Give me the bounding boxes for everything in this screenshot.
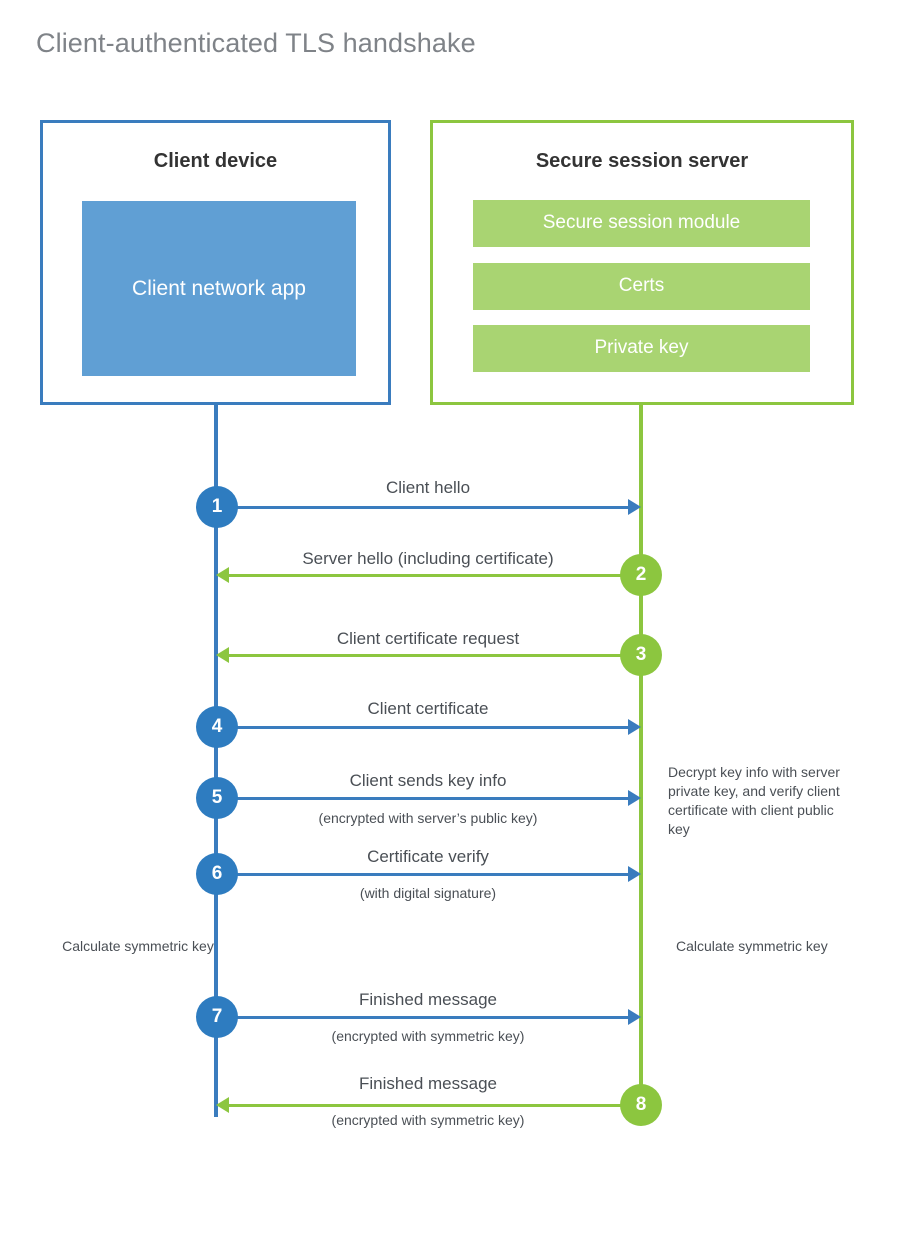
step-3-circle[interactable]: 3 xyxy=(620,634,662,676)
step-8-arrow-line xyxy=(229,1104,641,1107)
step-1-arrow-head xyxy=(628,499,641,515)
step-2-arrow-line xyxy=(229,574,641,577)
secure-session-module-block: Secure session module xyxy=(473,200,810,247)
server-decrypt-note: Decrypt key info with server private key… xyxy=(668,764,840,837)
server-lifeline xyxy=(639,405,643,1105)
certs-block: Certs xyxy=(473,263,810,310)
step-7-label: Finished message xyxy=(359,990,497,1009)
client-device-box: Client device Client network app xyxy=(40,120,391,405)
step-1-label: Client hello xyxy=(385,478,471,497)
secure-session-server-box: Secure session server Secure session mod… xyxy=(430,120,854,405)
step-4-label: Client certificate xyxy=(367,699,489,718)
step-6-sublabel: (with digital signature) xyxy=(359,885,497,901)
step-4-arrow-head xyxy=(628,719,641,735)
client-lifeline xyxy=(214,405,218,1117)
step-2-arrow-head xyxy=(216,567,229,583)
client-calculate-symmetric-key-note: Calculate symmetric key xyxy=(62,938,214,954)
step-5-label: Client sends key info xyxy=(349,771,507,790)
step-8-sublabel: (encrypted with symmetric key) xyxy=(331,1112,525,1128)
step-8-circle[interactable]: 8 xyxy=(620,1084,662,1126)
client-device-title: Client device xyxy=(153,150,278,172)
step-5-arrow-line xyxy=(216,797,628,800)
private-key-block: Private key xyxy=(473,325,810,372)
server-calculate-symmetric-key-note: Calculate symmetric key xyxy=(676,938,828,954)
step-6-arrow-head xyxy=(628,866,641,882)
step-7-arrow-line xyxy=(216,1016,628,1019)
step-7-arrow-head xyxy=(628,1009,641,1025)
step-2-circle[interactable]: 2 xyxy=(620,554,662,596)
step-3-arrow-line xyxy=(229,654,641,657)
step-2-label: Server hello (including certificate) xyxy=(302,549,554,568)
step-4-arrow-line xyxy=(216,726,628,729)
step-3-label: Client certificate request xyxy=(336,629,520,648)
page-title: Client-authenticated TLS handshake xyxy=(36,28,476,58)
step-3-arrow-head xyxy=(216,647,229,663)
step-4-circle[interactable]: 4 xyxy=(196,706,238,748)
secure-session-server-title: Secure session server xyxy=(535,150,749,172)
step-5-sublabel: (encrypted with server’s public key) xyxy=(318,810,538,826)
step-6-circle[interactable]: 6 xyxy=(196,853,238,895)
step-5-circle[interactable]: 5 xyxy=(196,777,238,819)
step-5-arrow-head xyxy=(628,790,641,806)
client-network-app-block: Client network app xyxy=(82,201,356,376)
step-8-arrow-head xyxy=(216,1097,229,1113)
step-6-arrow-line xyxy=(216,873,628,876)
step-7-circle[interactable]: 7 xyxy=(196,996,238,1038)
step-6-label: Certificate verify xyxy=(367,847,489,866)
step-1-circle[interactable]: 1 xyxy=(196,486,238,528)
step-1-arrow-line xyxy=(216,506,628,509)
step-8-label: Finished message xyxy=(359,1074,497,1093)
step-7-sublabel: (encrypted with symmetric key) xyxy=(331,1028,525,1044)
